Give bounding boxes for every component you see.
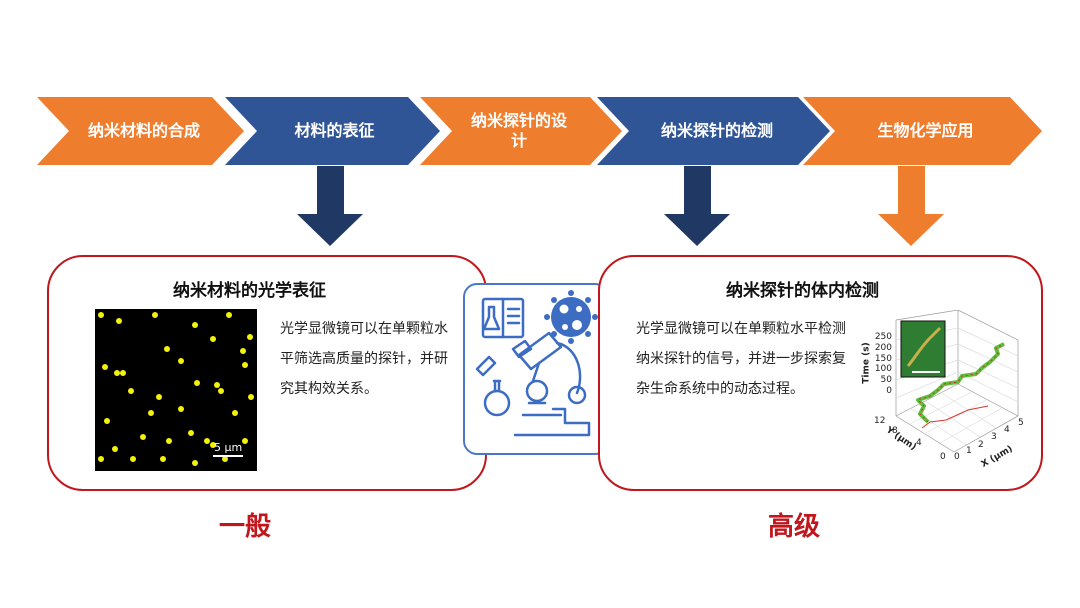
probe-design-text: 纳米探针的设 计 [470, 111, 567, 150]
x-tick-4: 4 [1004, 425, 1010, 435]
right-panel-description: 光学显微镜可以在单颗粒水平检测纳米探针的信号，并进一步探索复杂生命系统中的动态过… [636, 321, 846, 397]
step-arrow-5 [803, 97, 1042, 165]
z-tick-200: 200 [874, 342, 892, 353]
z-tick-50: 50 [880, 375, 892, 386]
process-flow [37, 97, 1042, 246]
step-label-synthesis: 纳米材料的合成 [87, 121, 200, 140]
x-tick-2: 2 [978, 440, 984, 450]
y-tick-12: 12 [874, 416, 886, 426]
z-tick-150: 150 [874, 353, 892, 364]
step-arrow-4 [597, 97, 830, 165]
step-label-probe-detection: 纳米探针的检测 [660, 121, 773, 140]
particle-image: 5 μm [95, 309, 257, 471]
trajectory-plot: Time (s) 250 200 150 100 50 0 12 8 4 0 Y… [858, 310, 1033, 470]
right-panel [598, 255, 1043, 491]
right-level-label: 高级 [768, 512, 821, 542]
left-panel-description: 光学显微镜可以在单颗粒水平筛选高质量的探针，并研究其构效关系。 [280, 321, 448, 397]
z-tick-0: 0 [886, 385, 892, 396]
z-tick-250: 250 [874, 332, 892, 342]
right-panel-title: 纳米探针的体内检测 [726, 281, 879, 301]
x-tick-0: 0 [954, 452, 960, 462]
step-arrow-3 [420, 97, 622, 165]
left-level-label: 一般 [219, 512, 272, 542]
x-tick-1: 1 [966, 446, 972, 456]
z-tick-100: 100 [874, 364, 892, 375]
down-arrow-right [878, 166, 944, 246]
y-tick-0: 0 [940, 452, 946, 462]
x-tick-5: 5 [1018, 418, 1024, 428]
step-label-application: 生物化学应用 [877, 121, 974, 140]
step-arrow-2 [225, 97, 440, 165]
step-label-probe-design: 纳米探针的设 计 [455, 106, 583, 156]
z-axis-label: Time (s) [861, 342, 872, 384]
step-label-characterization: 材料的表征 [294, 121, 375, 140]
down-arrow-middle [664, 166, 730, 246]
scale-bar-label: 5 μm [214, 441, 243, 454]
z-axis-ticks: 250 200 150 100 50 0 [872, 332, 892, 397]
y-tick-8: 8 [892, 426, 898, 436]
lab-microscope-icon [463, 283, 609, 455]
y-tick-4: 4 [916, 438, 922, 448]
x-tick-3: 3 [991, 432, 997, 442]
down-arrow-left [297, 166, 363, 246]
left-panel-title: 纳米材料的光学表征 [173, 281, 326, 301]
step-arrow-1 [37, 97, 244, 165]
